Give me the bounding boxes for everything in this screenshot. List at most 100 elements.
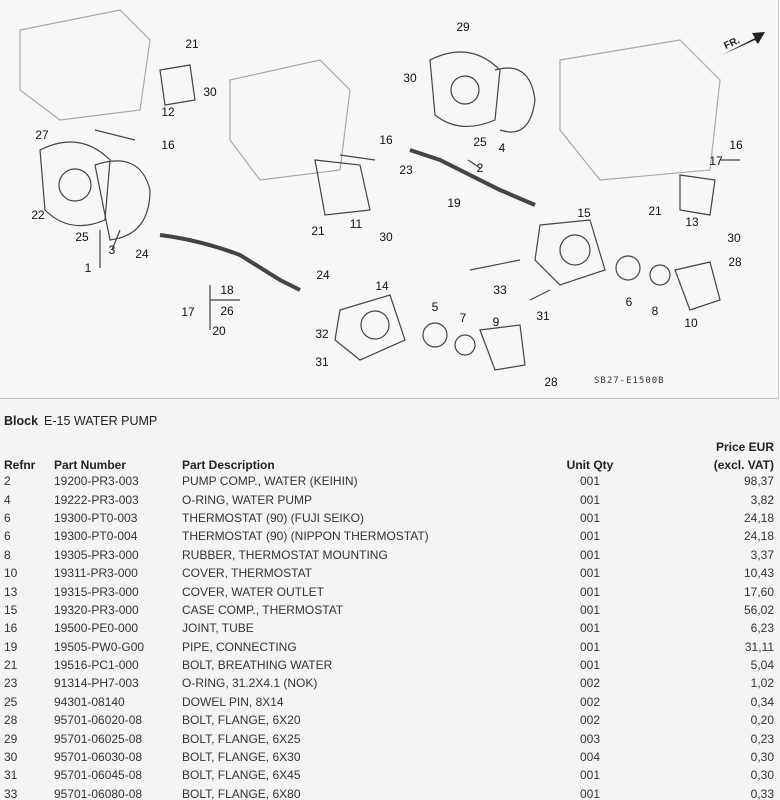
description-cell: BOLT, FLANGE, 6X25	[182, 731, 301, 746]
callout-24: 24	[316, 268, 330, 282]
price-cell: 3,37	[750, 547, 774, 562]
part-number-cell: 19500-PE0-000	[54, 621, 139, 636]
callout-30: 30	[379, 230, 393, 244]
price-cell: 10,43	[743, 566, 774, 581]
price-cell: 1,02	[750, 676, 774, 691]
part-number-header: Part Number	[54, 458, 127, 472]
refnr-cell: 25	[4, 694, 18, 709]
price-header-line1: Price EUR	[715, 440, 774, 454]
price-cell: 24,18	[743, 529, 774, 544]
callout-24: 24	[135, 247, 149, 261]
callout-30: 30	[203, 85, 217, 99]
refnr-cell: 10	[4, 566, 18, 581]
callout-13: 13	[685, 215, 699, 229]
callout-20: 20	[212, 324, 226, 338]
callout-11: 11	[349, 217, 363, 231]
callout-10: 10	[684, 316, 698, 330]
description-cell: BOLT, FLANGE, 6X30	[182, 750, 301, 765]
callout-21: 21	[185, 37, 199, 51]
price-cell: 0,30	[750, 750, 774, 765]
refnr-cell: 23	[4, 676, 18, 691]
qty-header: Unit Qty	[566, 458, 614, 472]
refnr-cell: 21	[4, 658, 18, 673]
callout-19: 19	[447, 196, 461, 210]
price-cell: 31,11	[744, 639, 774, 654]
qty-cell: 001	[579, 621, 601, 636]
price-cell: 3,82	[750, 492, 774, 507]
description-cell: CASE COMP., THERMOSTAT	[182, 602, 344, 617]
callout-1: 1	[84, 261, 92, 275]
callout-28: 28	[728, 255, 742, 269]
description-cell: THERMOSTAT (90) (FUJI SEIKO)	[182, 510, 365, 525]
callout-5: 5	[431, 300, 439, 314]
refnr-cell: 6	[4, 529, 11, 544]
price-header-line2: (excl. VAT)	[713, 458, 774, 472]
refnr-cell: 33	[4, 786, 18, 800]
callout-25: 25	[473, 135, 487, 149]
callout-4: 4	[498, 141, 506, 155]
description-cell: BOLT, FLANGE, 6X45	[182, 768, 301, 783]
part-number-cell: 94301-08140	[54, 694, 125, 709]
callout-26: 26	[220, 304, 234, 318]
qty-cell: 002	[579, 676, 601, 691]
qty-cell: 003	[579, 731, 601, 746]
qty-cell: 001	[579, 510, 601, 525]
refnr-cell: 2	[4, 474, 11, 489]
refnr-cell: 6	[4, 510, 11, 525]
qty-cell: 001	[579, 768, 601, 783]
callout-21: 21	[648, 204, 662, 218]
callout-31: 31	[315, 355, 329, 369]
callout-14: 14	[375, 279, 389, 293]
part-number-cell: 19320-PR3-000	[54, 602, 139, 617]
part-number-cell: 95701-06030-08	[54, 750, 143, 765]
description-cell: BOLT, BREATHING WATER	[182, 658, 333, 673]
refnr-cell: 19	[4, 639, 18, 654]
callout-27: 27	[35, 128, 49, 142]
callout-16: 16	[161, 138, 175, 152]
callout-21: 21	[311, 224, 325, 238]
callout-16: 16	[729, 138, 743, 152]
description-cell: BOLT, FLANGE, 6X20	[182, 713, 301, 728]
qty-cell: 001	[579, 492, 601, 507]
part-number-cell: 19505-PW0-G00	[54, 639, 145, 654]
refnr-cell: 16	[4, 621, 18, 636]
price-cell: 0,30	[750, 768, 774, 783]
refnr-cell: 30	[4, 750, 18, 765]
description-cell: THERMOSTAT (90) (NIPPON THERMOSTAT)	[182, 529, 429, 544]
table-row[interactable]: 6 19300-PT0-004 THERMOSTAT (90) (NIPPON TH…	[0, 527, 778, 545]
refnr-cell: 29	[4, 731, 18, 746]
part-number-cell: 19300-PT0-004	[54, 529, 138, 544]
qty-cell: 004	[579, 750, 601, 765]
callout-7: 7	[459, 311, 467, 325]
block-name: E-15 WATER PUMP	[44, 414, 158, 428]
qty-cell: 002	[579, 694, 601, 709]
callout-30: 30	[727, 231, 741, 245]
description-cell: PIPE, CONNECTING	[182, 639, 297, 654]
refnr-cell: 8	[4, 547, 11, 562]
price-cell: 0,33	[750, 786, 774, 800]
callout-29: 29	[456, 20, 470, 34]
callout-23: 23	[399, 163, 413, 177]
table-row[interactable]: 30 95701-06030-08 BOLT, FLANGE, 6X30 004 0,3…	[0, 748, 778, 766]
part-number-cell: 19311-PR3-000	[54, 566, 138, 581]
price-cell: 24,18	[743, 510, 774, 525]
description-cell: COVER, THERMOSTAT	[182, 566, 313, 581]
